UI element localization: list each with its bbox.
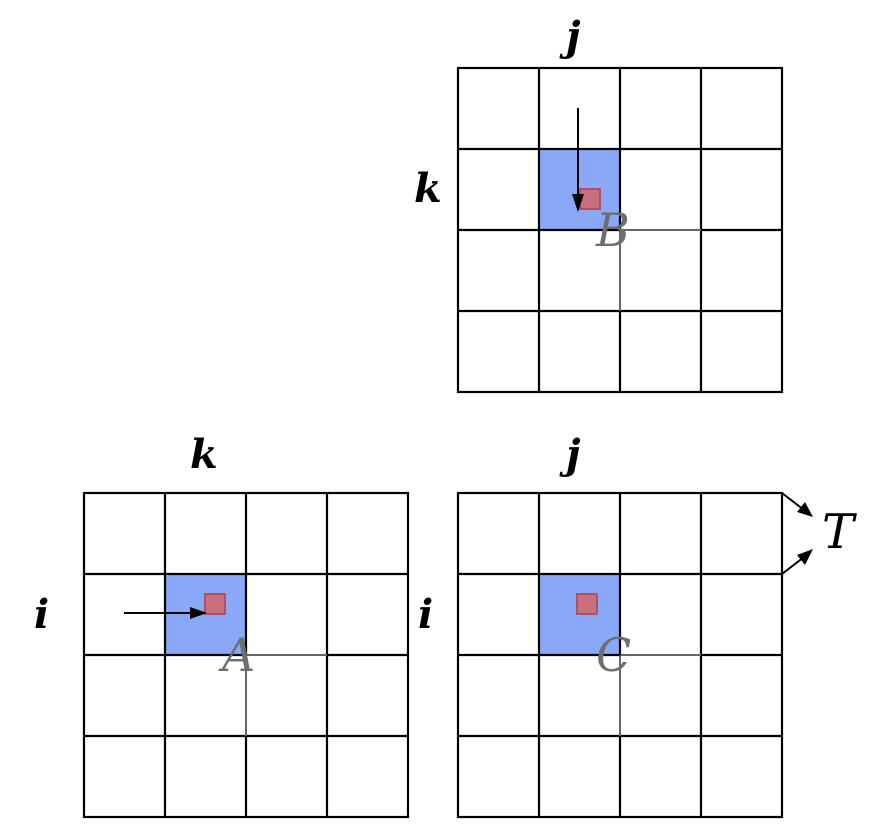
- matrix-a-lines: [82, 491, 410, 819]
- matrix-b-label: B: [595, 203, 630, 257]
- matrix-a-arrow: [124, 607, 207, 619]
- matrix-b-col-label: j: [559, 13, 581, 60]
- matrix-a-row-label: i: [34, 591, 49, 638]
- tile-size-label: T: [822, 504, 857, 560]
- matrix-c-lines: [456, 491, 784, 819]
- matrix-a-label: A: [218, 628, 255, 682]
- matrix-a-element: [204, 593, 226, 615]
- matrix-b-grid: B j k: [414, 13, 784, 394]
- matrix-c-row-label: i: [418, 591, 433, 638]
- matrix-a-grid: A k i: [34, 431, 410, 819]
- matrix-b-row-label: k: [414, 165, 442, 212]
- tile-size-arrows: [781, 492, 813, 575]
- matrix-a-col-label: k: [190, 431, 218, 478]
- matrix-b-lines: [456, 66, 784, 394]
- matrix-c-element: [576, 593, 598, 615]
- matrix-c-col-label: j: [559, 431, 581, 478]
- matrix-c-grid: C j i T: [418, 431, 857, 819]
- matrix-c-label: C: [596, 628, 631, 682]
- matrix-b-arrow: [572, 108, 584, 212]
